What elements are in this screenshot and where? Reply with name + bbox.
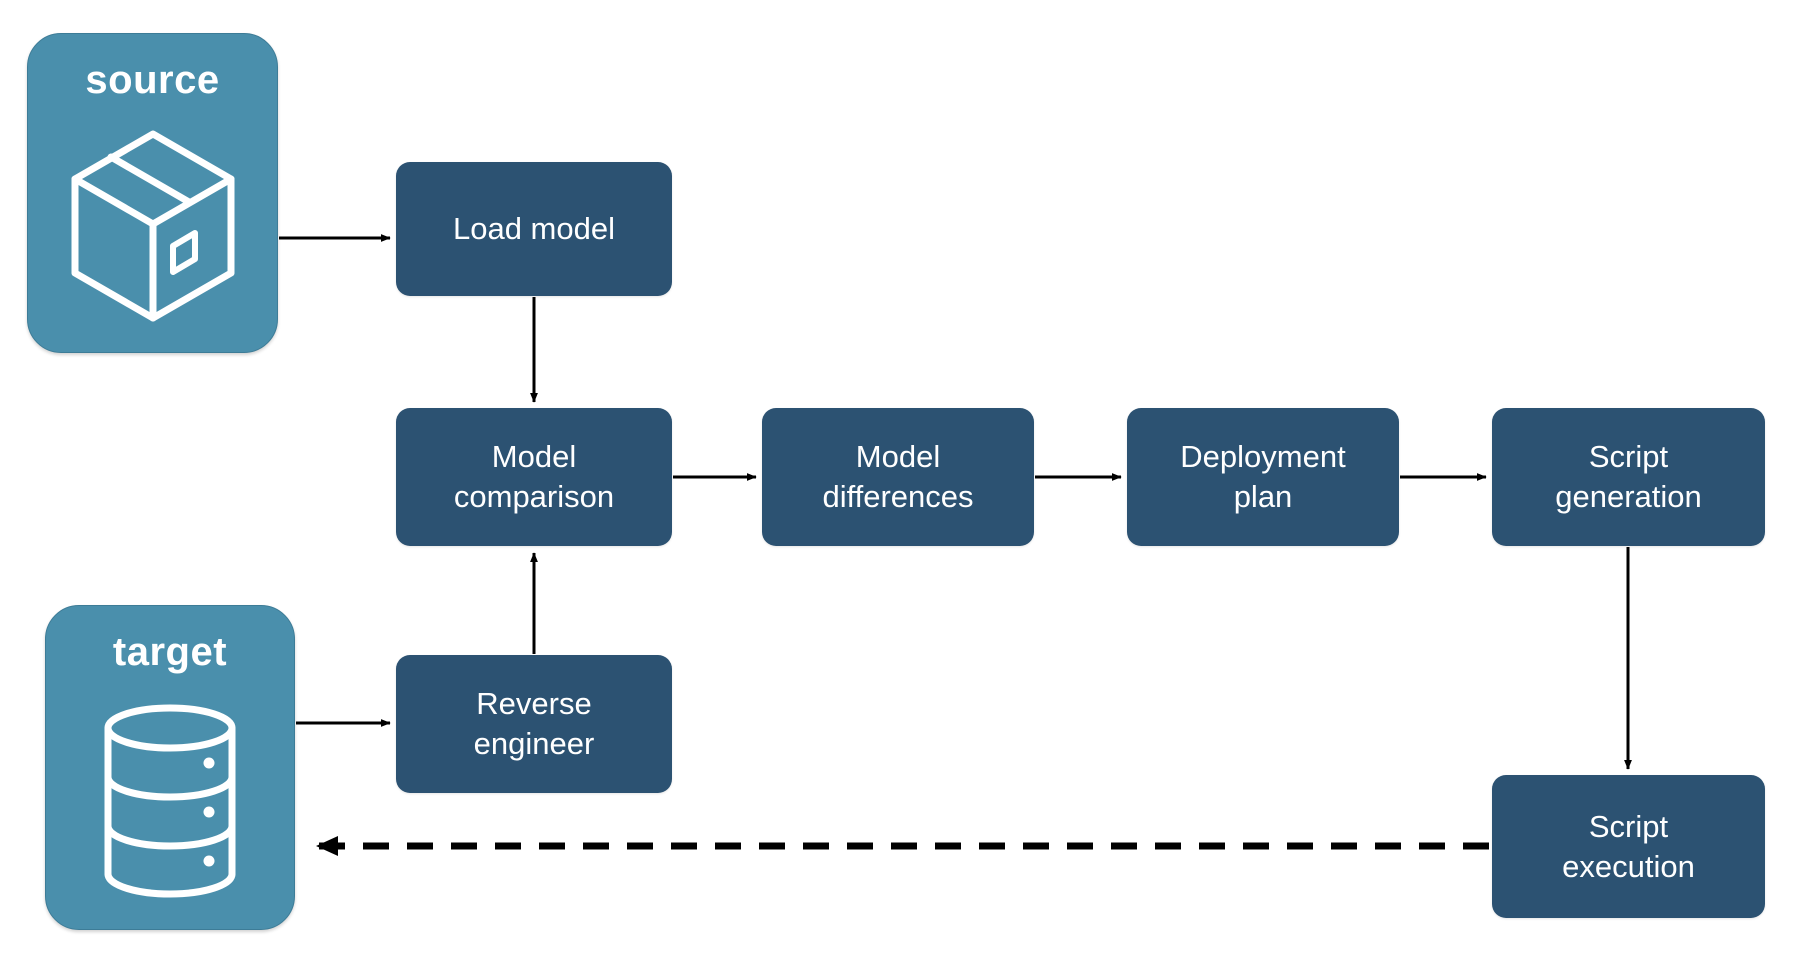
process-script-execution-label: Script execution: [1562, 808, 1695, 884]
database-cylinder-icon: [46, 672, 294, 929]
process-load-model-label: Load model: [452, 211, 615, 247]
process-script-execution[interactable]: Script execution: [1492, 775, 1765, 918]
endpoint-target[interactable]: target: [45, 605, 295, 930]
process-model-comparison[interactable]: Model comparison: [396, 408, 672, 546]
package-box-icon: [28, 100, 277, 352]
endpoint-source-label: source: [85, 58, 220, 102]
process-deployment-plan[interactable]: Deployment plan: [1127, 408, 1399, 546]
process-model-differences[interactable]: Model differences: [762, 408, 1034, 546]
process-script-generation[interactable]: Script generation: [1492, 408, 1765, 546]
endpoint-target-label: target: [112, 630, 228, 674]
process-deployment-plan-label: Deployment plan: [1180, 439, 1346, 514]
process-reverse-engineer[interactable]: Reverse engineer: [396, 655, 672, 793]
endpoint-source[interactable]: source: [27, 33, 278, 353]
process-load-model[interactable]: Load model: [396, 162, 672, 296]
process-model-comparison-label: Model comparison: [453, 439, 615, 514]
process-script-generation-label: Script generation: [1555, 439, 1702, 514]
process-reverse-engineer-label: Reverse engineer: [473, 686, 595, 761]
process-model-differences-label: Model differences: [822, 439, 974, 514]
